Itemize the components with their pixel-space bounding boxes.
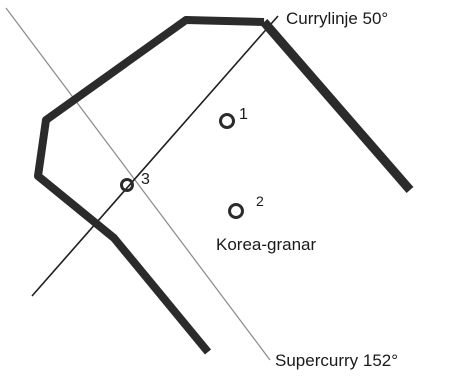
marker-point-3 bbox=[120, 178, 134, 192]
korea-granar-label: Korea-granar bbox=[216, 235, 317, 254]
marker-point-1 bbox=[219, 113, 235, 129]
curry-line-label: Currylinje 50° bbox=[286, 9, 389, 28]
building-wall-left bbox=[34, 16, 265, 355]
supercurry-line-label: Supercurry 152° bbox=[275, 351, 399, 370]
point-3-label: 3 bbox=[141, 171, 150, 188]
building-wall-right bbox=[260, 19, 414, 193]
marker-point-2 bbox=[228, 203, 244, 219]
curry-line bbox=[31, 15, 279, 297]
point-1-label: 1 bbox=[239, 106, 248, 123]
point-2-label: 2 bbox=[256, 193, 264, 209]
supercurry-line bbox=[5, 7, 271, 361]
